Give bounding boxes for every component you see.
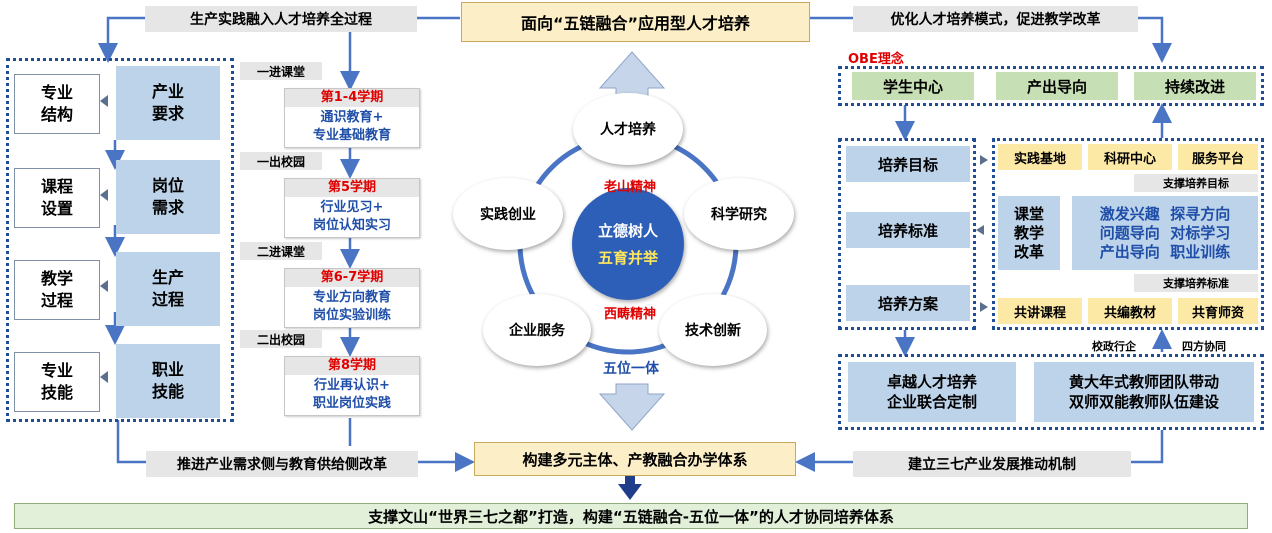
train-standard: 培养标准 bbox=[846, 212, 970, 248]
footer-banner: 支撑文山“世界三七之都”打造，构建“五链融合-五位一体”的人才协同培养体系 bbox=[14, 503, 1248, 529]
top-right-label: 优化人才培养模式，促进教学改革 bbox=[853, 6, 1138, 32]
timeline-content-2: 专业方向教育 岗位实验训练 bbox=[312, 290, 391, 323]
timeline-semester-0: 第1-4学期 bbox=[285, 89, 419, 107]
obe-improve: 持续改进 bbox=[1134, 72, 1256, 100]
train-frame bbox=[838, 138, 976, 330]
bottom-center-label: 构建多元主体、产教融合办学体系 bbox=[474, 442, 796, 476]
coop-left: 校政行企 bbox=[1092, 340, 1136, 353]
coop-right: 四方协同 bbox=[1182, 340, 1226, 353]
left-row-1-value: 岗位 需求 bbox=[116, 160, 220, 234]
timeline-content-3: 行业再认识+ 职业岗位实践 bbox=[312, 378, 391, 411]
node-practice: 实践创业 bbox=[453, 178, 563, 250]
core-label-2: 五育并举 bbox=[597, 249, 658, 267]
bottom-left-label: 推进产业需求侧与教育供给侧改革 bbox=[146, 451, 418, 477]
obe-label: OBE理念 bbox=[848, 52, 904, 67]
left-row-3-value: 职业 技能 bbox=[116, 344, 220, 418]
top-row-base: 实践基地 bbox=[998, 144, 1082, 170]
core-circle: 立德树人 五育并举 bbox=[572, 188, 684, 300]
bottom-row-teacher: 共育师资 bbox=[1178, 298, 1258, 324]
obe-output: 产出导向 bbox=[996, 72, 1118, 100]
timeline-content-0: 通识教育+ 专业基础教育 bbox=[312, 110, 391, 143]
reform-label: 课堂 教学 改革 bbox=[998, 196, 1060, 270]
timeline-tag-0: 一进课堂 bbox=[240, 62, 322, 80]
timeline-semester-2: 第6-7学期 bbox=[285, 269, 419, 287]
left-panel bbox=[6, 58, 234, 422]
obe-frame bbox=[838, 66, 1264, 106]
left-row-0-label: 专业 结构 bbox=[14, 74, 100, 134]
node-service: 企业服务 bbox=[483, 294, 591, 366]
top-left-label: 生产实践融入人才培养全过程 bbox=[145, 6, 417, 32]
timeline-box-1: 第5学期行业见习+ 岗位认知实习 bbox=[284, 178, 420, 238]
reform-items: 激发兴趣 探寻方向 问题导向 对标学习 产出导向 职业训练 bbox=[1072, 196, 1258, 270]
timeline-box-0: 第1-4学期通识教育+ 专业基础教育 bbox=[284, 88, 420, 148]
left-row-1-label: 课程 设置 bbox=[14, 168, 100, 228]
timeline-content-1: 行业见习+ 岗位认知实习 bbox=[312, 200, 391, 233]
left-row-2-label: 教学 过程 bbox=[14, 260, 100, 320]
bottom-right-label: 建立三七产业发展推动机制 bbox=[853, 451, 1131, 477]
obe-student: 学生中心 bbox=[852, 72, 974, 100]
page-title: 面向“五链融合”应用型人才培养 bbox=[461, 2, 810, 42]
left-row-0-value: 产业 要求 bbox=[116, 66, 220, 140]
spirit-top: 老山精神 bbox=[603, 180, 656, 195]
excellent-talent: 卓越人才培养 企业联合定制 bbox=[848, 362, 1016, 422]
node-innovation: 技术创新 bbox=[659, 294, 767, 366]
train-goal: 培养目标 bbox=[846, 146, 970, 182]
core-label-1: 立德树人 bbox=[597, 222, 658, 240]
left-row-3-label: 专业 技能 bbox=[14, 352, 100, 412]
timeline-semester-1: 第5学期 bbox=[285, 179, 419, 197]
node-talent: 人才培养 bbox=[573, 93, 683, 165]
support-frame bbox=[992, 138, 1264, 330]
support-std-label: 支撑培养标准 bbox=[1134, 274, 1258, 292]
five-in-one-label: 五位一体 bbox=[603, 361, 659, 377]
top-row-center: 科研中心 bbox=[1088, 144, 1172, 170]
node-research: 科学研究 bbox=[684, 178, 794, 250]
bottom-row-course: 共讲课程 bbox=[998, 298, 1082, 324]
spirit-bottom: 西畴精神 bbox=[603, 307, 656, 322]
support-goal-label: 支撑培养目标 bbox=[1134, 174, 1258, 192]
timeline-box-3: 第8学期行业再认识+ 职业岗位实践 bbox=[284, 356, 420, 416]
timeline-tag-2: 二进课堂 bbox=[240, 242, 322, 260]
bottom-row-textbook: 共编教材 bbox=[1088, 298, 1172, 324]
timeline-tag-3: 二出校园 bbox=[240, 330, 322, 348]
timeline-tag-1: 一出校园 bbox=[240, 152, 322, 170]
left-row-2-value: 生产 过程 bbox=[116, 252, 220, 326]
timeline-semester-3: 第8学期 bbox=[285, 357, 419, 375]
train-plan: 培养方案 bbox=[846, 285, 970, 321]
top-row-platform: 服务平台 bbox=[1178, 144, 1258, 170]
bottom-right-frame bbox=[838, 354, 1264, 430]
teacher-team: 黄大年式教师团队带动 双师双能教师队伍建设 bbox=[1034, 362, 1254, 422]
timeline-box-2: 第6-7学期专业方向教育 岗位实验训练 bbox=[284, 268, 420, 328]
